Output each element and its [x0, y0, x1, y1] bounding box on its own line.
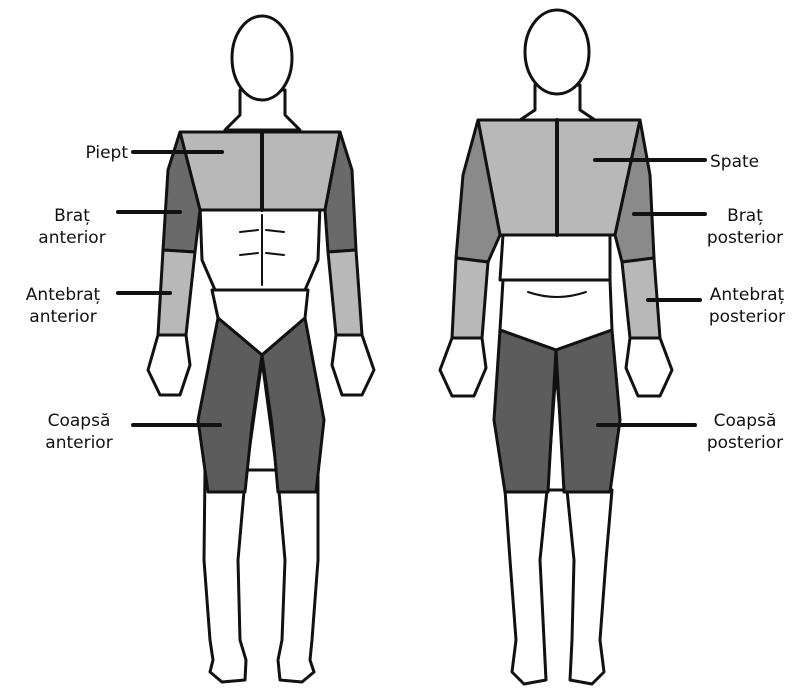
label-coapsa-anterior-line2: anterior	[24, 432, 134, 454]
label-coapsa-posterior: Coapsă posterior	[690, 410, 800, 454]
label-antebrat-posterior-line2: posterior	[692, 306, 802, 328]
label-spate: Spate	[710, 151, 790, 173]
label-coapsa-anterior: Coapsă anterior	[24, 410, 134, 454]
label-brat-anterior: Braț anterior	[22, 205, 122, 249]
label-brat-anterior-line2: anterior	[22, 227, 122, 249]
back-left-hand	[440, 338, 486, 396]
front-figure	[148, 16, 374, 682]
back-right-hand	[626, 338, 672, 396]
label-antebrat-anterior-line1: Antebraț	[8, 284, 118, 306]
back-head	[525, 10, 589, 94]
label-brat-posterior-line1: Braț	[690, 205, 800, 227]
label-coapsa-posterior-line2: posterior	[690, 432, 800, 454]
label-coapsa-posterior-line1: Coapsă	[690, 410, 800, 432]
back-figure	[440, 10, 672, 684]
label-antebrat-posterior-line1: Antebraț	[692, 284, 802, 306]
label-brat-posterior-line2: posterior	[690, 227, 800, 249]
label-brat-anterior-line1: Braț	[22, 205, 122, 227]
back-left-forearm	[452, 258, 488, 338]
label-antebrat-anterior: Antebraț anterior	[8, 284, 118, 328]
label-coapsa-anterior-line1: Coapsă	[24, 410, 134, 432]
label-piept-text: Piept	[85, 143, 128, 163]
label-antebrat-anterior-line2: anterior	[8, 306, 118, 328]
label-brat-posterior: Braț posterior	[690, 205, 800, 249]
label-antebrat-posterior: Antebraț posterior	[692, 284, 802, 328]
back-right-thigh	[556, 330, 620, 492]
label-spate-text: Spate	[710, 152, 759, 172]
front-right-hand	[332, 335, 374, 395]
front-head	[232, 16, 292, 100]
back-lower-torso	[500, 235, 610, 280]
back-left-thigh	[494, 330, 556, 492]
front-abdomen	[200, 205, 320, 290]
front-left-hand	[148, 335, 190, 395]
front-right-forearm	[328, 250, 362, 335]
label-piept: Piept	[40, 142, 128, 164]
